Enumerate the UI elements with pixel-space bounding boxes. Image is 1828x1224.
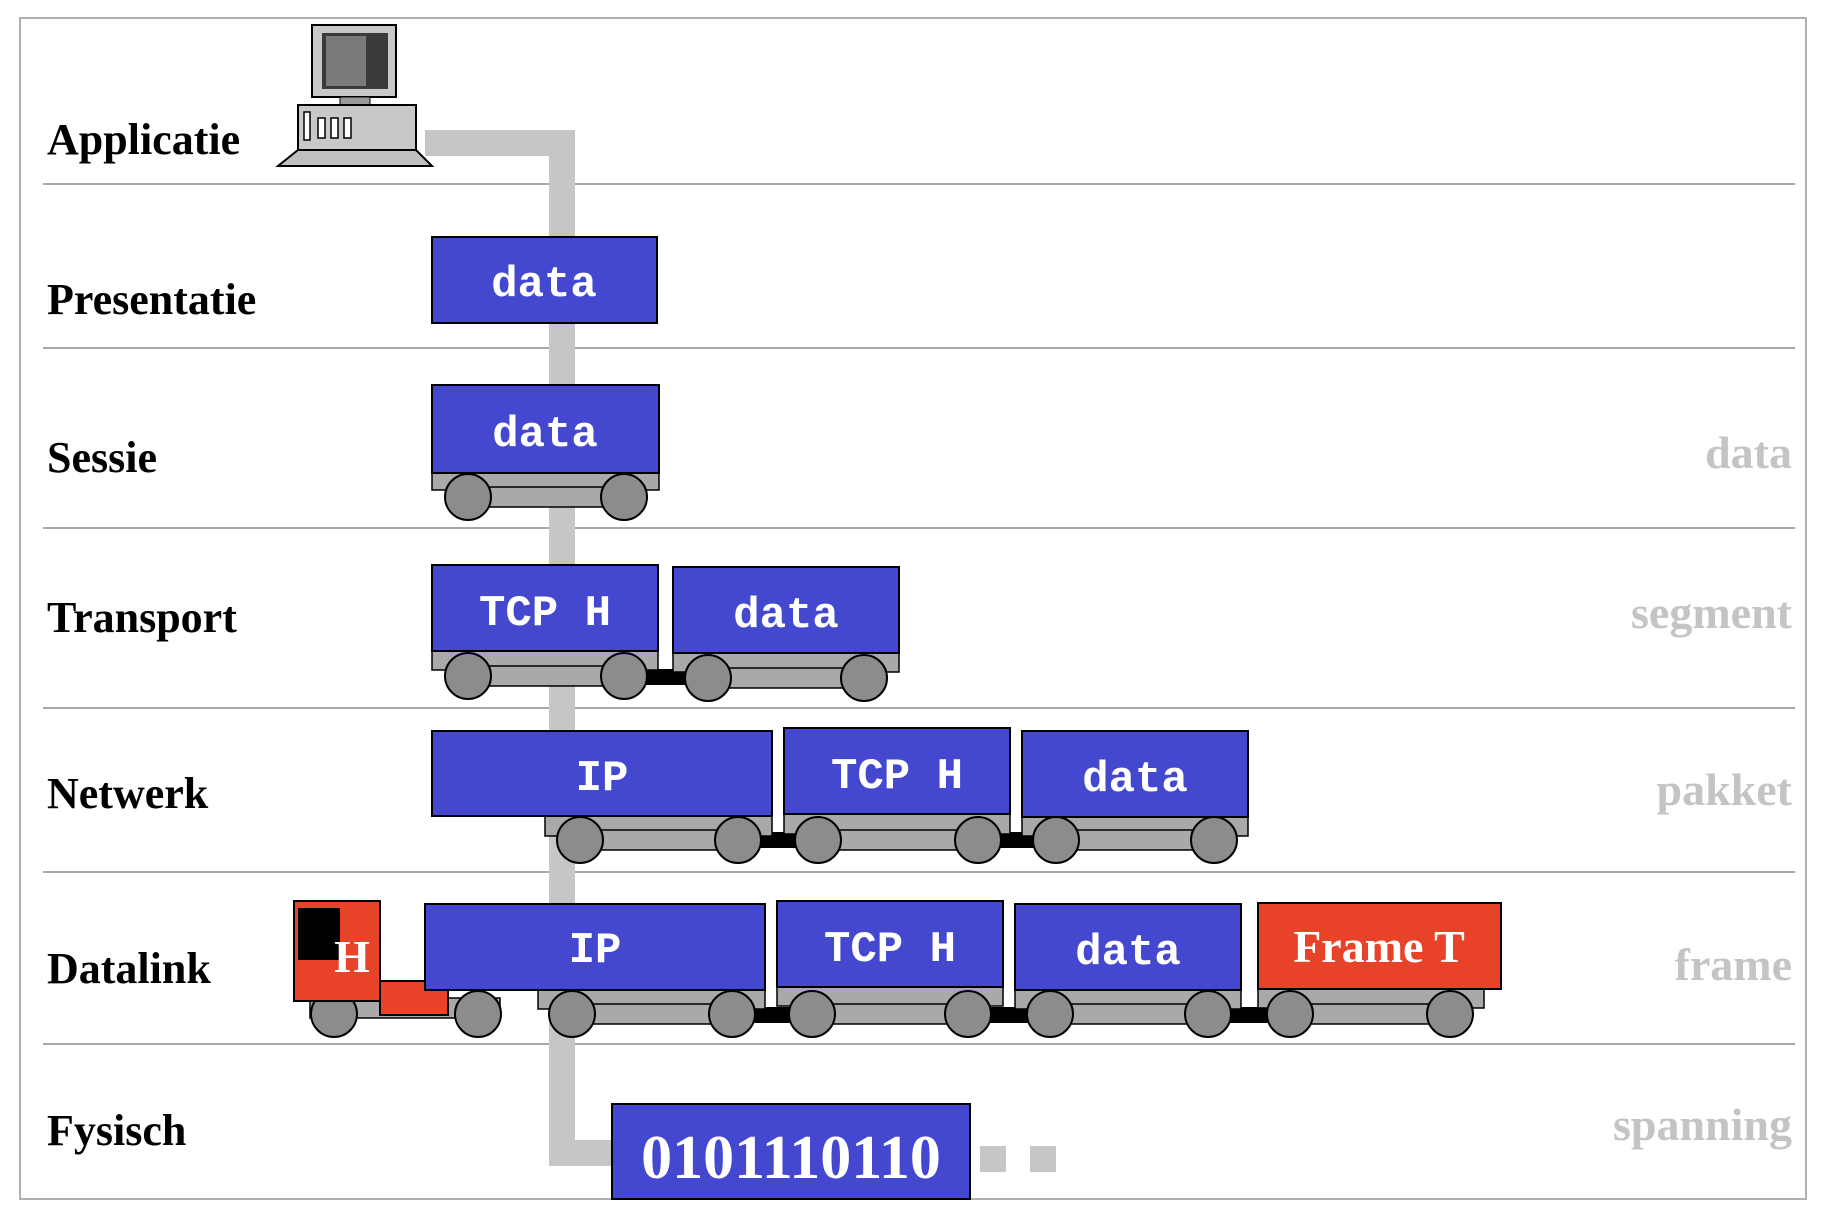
wheel (1026, 990, 1074, 1038)
frame-trailer-label: Frame T (1293, 921, 1465, 972)
layer-label-transport: Transport (47, 593, 237, 642)
continuation-dots (980, 1146, 1056, 1172)
layer-separators (43, 183, 1795, 1045)
netwerk-data-box: data (1021, 730, 1249, 818)
ip-label: IP (569, 926, 622, 976)
wagon-wheels (309, 469, 1485, 1038)
transport-data-box: data (672, 566, 900, 654)
wheel (600, 473, 648, 521)
layer-label-fysisch: Fysisch (47, 1106, 186, 1155)
layer-label-presentatie: Presentatie (47, 275, 256, 324)
wheel (600, 652, 648, 700)
wheel (840, 654, 888, 702)
layer-label-datalink: Datalink (47, 944, 211, 993)
tcp-header-label: TCP H (824, 925, 956, 975)
unit-label-spanning: spanning (1613, 1099, 1792, 1150)
netwerk-ip-box: IP (431, 730, 773, 817)
datalink-tcp-header-box: TCP H (776, 900, 1004, 988)
data-label: data (492, 410, 598, 460)
wheel (788, 990, 836, 1038)
wheel (1190, 816, 1238, 864)
transport-tcp-header-box: TCP H (431, 564, 659, 652)
tcp-header-label: TCP H (831, 752, 963, 802)
wheel (1184, 990, 1232, 1038)
ip-label: IP (576, 754, 629, 804)
wheel (954, 816, 1002, 864)
data-label: data (1075, 928, 1181, 978)
bits-label: 0101110110 (641, 1124, 941, 1192)
netwerk-tcp-header-box: TCP H (783, 727, 1011, 815)
unit-labels: data segment pakket frame spanning (1613, 427, 1793, 1150)
datalink-frame-trailer-box: Frame T (1257, 902, 1502, 990)
unit-label-segment: segment (1631, 587, 1793, 638)
wheel (548, 990, 596, 1038)
wheel (714, 816, 762, 864)
wheel (944, 990, 992, 1038)
layer-labels: Applicatie Presentatie Sessie Transport … (47, 115, 256, 1155)
unit-label-data: data (1705, 427, 1792, 478)
locomotive-header-label: H (334, 931, 370, 982)
data-label: data (1082, 755, 1188, 805)
computer-icon (275, 24, 435, 167)
fysisch-bits-box: 0101110110 (611, 1103, 971, 1200)
presentatie-data-box: data (431, 236, 658, 324)
sessie-data-box: data (431, 384, 660, 474)
wheel (1426, 990, 1474, 1038)
wheel (794, 816, 842, 864)
layer-label-sessie: Sessie (47, 433, 157, 482)
datalink-ip-box: IP (424, 903, 766, 991)
wheel (444, 652, 492, 700)
wheel (1266, 990, 1314, 1038)
wheel (1032, 816, 1080, 864)
datalink-data-box: data (1014, 903, 1242, 991)
layer-label-netwerk: Netwerk (47, 769, 209, 818)
layer-label-applicatie: Applicatie (47, 115, 240, 164)
unit-label-pakket: pakket (1657, 764, 1793, 815)
wheel (684, 654, 732, 702)
wheel (454, 990, 502, 1038)
unit-label-frame: frame (1675, 939, 1792, 990)
wheel (444, 473, 492, 521)
tcp-header-label: TCP H (479, 589, 611, 639)
wheel (556, 816, 604, 864)
wheel (708, 990, 756, 1038)
data-label: data (491, 260, 597, 310)
data-label: data (733, 591, 839, 641)
